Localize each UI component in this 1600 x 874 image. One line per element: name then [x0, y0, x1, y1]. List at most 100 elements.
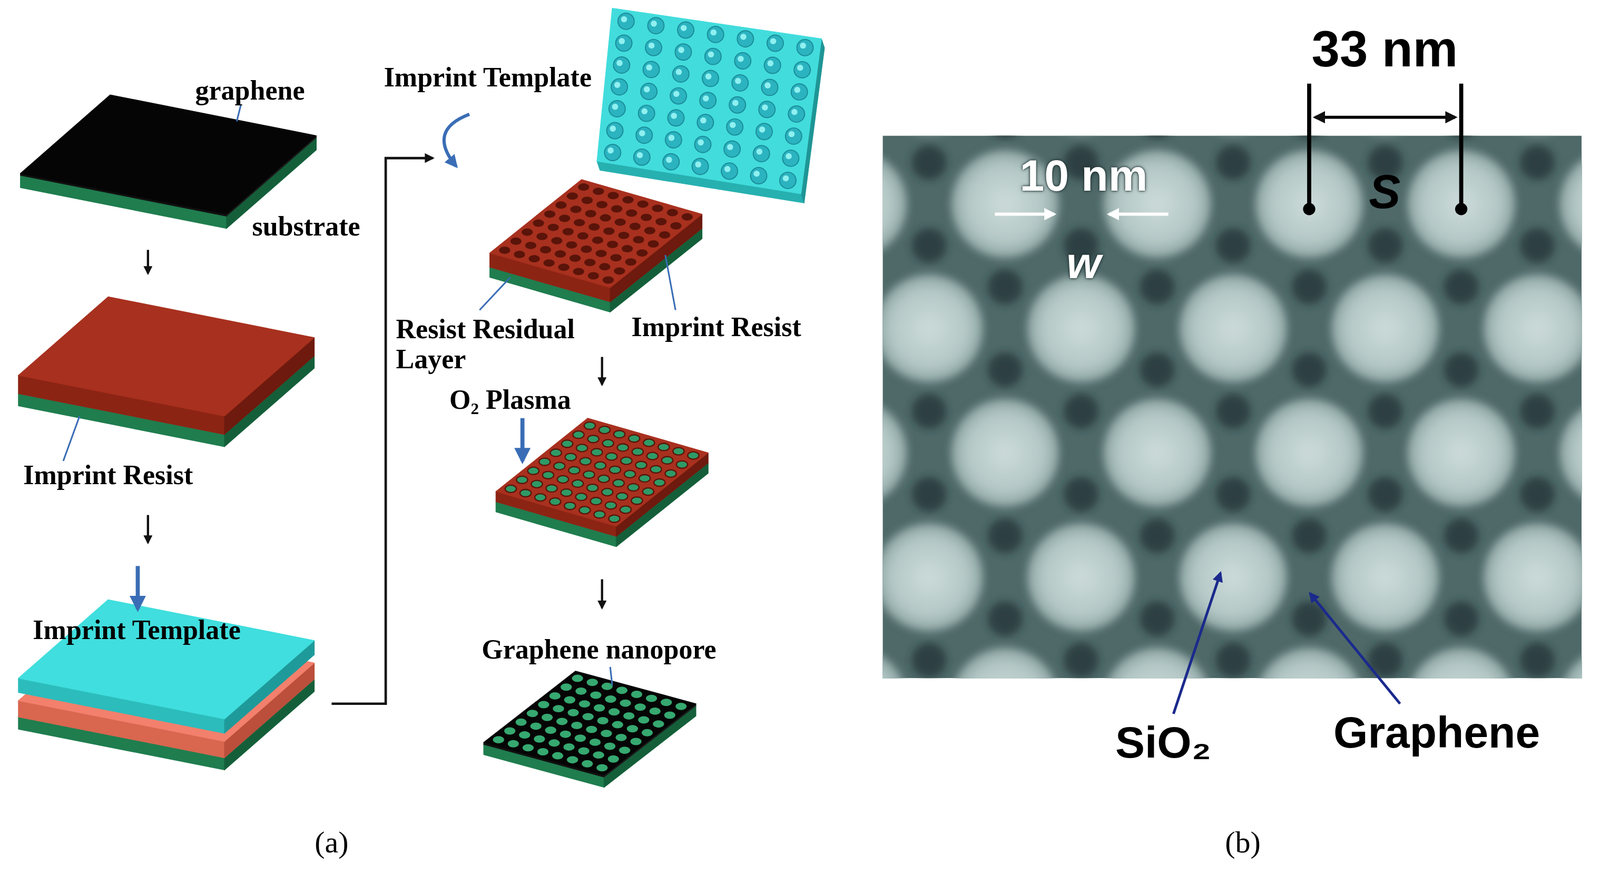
template-pillar — [734, 52, 751, 70]
pillar-highlight — [729, 121, 736, 129]
resist-hole — [625, 258, 637, 266]
dimension-line — [1307, 83, 1312, 210]
pillar-highlight — [621, 16, 628, 23]
nanopore — [600, 729, 612, 738]
nanopore — [526, 709, 538, 718]
nanopore-disc — [1483, 523, 1582, 632]
etched-resist — [495, 418, 709, 547]
graphene-junction — [1519, 228, 1555, 263]
sem-background — [882, 135, 1582, 679]
dimension-symbol: w — [1066, 238, 1101, 288]
nanopore — [504, 727, 516, 735]
nanopore — [604, 742, 616, 751]
template-pillar — [758, 101, 775, 118]
resist-hole — [595, 249, 607, 258]
resist-hole — [646, 452, 659, 460]
nanopore — [564, 696, 576, 704]
resist-hole — [664, 469, 676, 478]
resist-hole — [525, 241, 537, 250]
graphene-junction — [1063, 476, 1099, 512]
graphene-junction — [1215, 228, 1251, 263]
resist-hole — [584, 210, 596, 218]
graphene-junction — [1291, 269, 1327, 305]
resist-hole — [605, 501, 617, 509]
resist-hole — [577, 183, 590, 191]
pillar-highlight — [785, 153, 792, 160]
graphene-junction — [1139, 269, 1175, 305]
nanopore — [641, 729, 653, 737]
nanopore — [533, 735, 545, 743]
resist-hole — [659, 231, 671, 239]
panel-label: (b) — [1224, 825, 1261, 860]
pillar-highlight — [678, 46, 685, 54]
resist-hole — [602, 276, 614, 284]
nanopore — [518, 731, 530, 739]
nanopore — [556, 717, 568, 725]
template-pillar — [704, 48, 722, 65]
resist-hole — [573, 267, 585, 276]
template-pillar — [793, 61, 811, 78]
template-pillar — [764, 57, 781, 74]
nanopore — [537, 748, 549, 756]
pillar-highlight — [650, 20, 657, 27]
graphene-top — [20, 94, 317, 214]
resist-hole — [558, 214, 571, 223]
pillar-highlight — [609, 125, 616, 132]
graphene-junction — [1215, 476, 1251, 512]
resist-hole — [613, 267, 625, 275]
resist-hole — [606, 240, 618, 249]
pillar-highlight — [782, 175, 790, 182]
nanopore — [537, 701, 549, 709]
graphene-junction — [1444, 269, 1479, 305]
resist-hole — [572, 479, 584, 488]
template-pillar — [638, 105, 655, 122]
resist-hole — [565, 241, 577, 249]
nanopore — [607, 755, 620, 763]
nanopore — [664, 711, 676, 720]
graphene-junction — [1367, 228, 1403, 263]
material-label: SiO₂ — [1115, 718, 1212, 767]
resist-hole — [578, 506, 591, 514]
pillar-highlight — [710, 29, 718, 36]
resist-hole — [594, 462, 606, 470]
resist-hole — [614, 218, 626, 227]
pillar-highlight — [740, 33, 747, 41]
resist-hole — [555, 201, 567, 209]
template-top — [596, 7, 822, 194]
template-pillar — [670, 87, 687, 105]
resist-hole — [643, 438, 655, 447]
resist-hole — [666, 209, 679, 217]
resist-hole — [655, 218, 667, 226]
nanopore — [577, 747, 590, 755]
resist-hole — [545, 484, 557, 493]
nanopore-disc — [1254, 398, 1363, 507]
pillar-highlight — [670, 112, 677, 120]
nanopore — [578, 700, 591, 708]
graphene-junction — [911, 394, 947, 429]
resist-hole — [586, 484, 598, 492]
resist-hole — [558, 263, 570, 271]
graphene-junction — [1139, 135, 1175, 139]
leader-line — [63, 416, 80, 461]
resist-hole — [584, 421, 596, 430]
resist-hole — [547, 223, 559, 232]
graphene-junction — [1444, 601, 1479, 636]
resist-hole — [652, 204, 664, 213]
resist-hole — [531, 480, 543, 488]
template-pillar — [788, 105, 805, 123]
template-pillar — [756, 123, 773, 140]
nanopore — [597, 717, 609, 725]
pillar-highlight — [694, 161, 702, 168]
pillar-highlight — [734, 77, 742, 85]
template-pillar — [613, 56, 630, 74]
resist-hole — [575, 493, 587, 501]
resist-hole — [532, 219, 544, 228]
resist-coated-stack — [18, 296, 315, 447]
template-pillar — [635, 126, 653, 144]
layer-label: graphene — [195, 75, 306, 106]
graphene-junction — [1367, 476, 1403, 512]
nanopore — [601, 682, 613, 691]
pointer-arrow — [1310, 593, 1400, 704]
template-pillar — [668, 109, 685, 126]
